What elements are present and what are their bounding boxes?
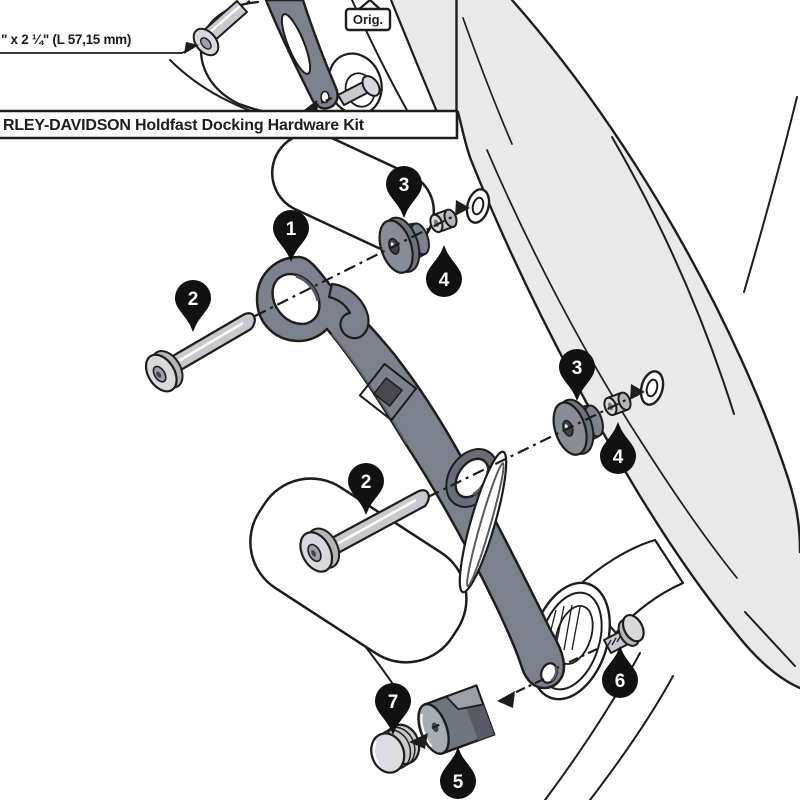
tire-front-edge [611,136,735,415]
callout-label: 2 [188,289,199,310]
fender-eyelet-lower [639,370,665,406]
fastening-bolt [603,614,645,654]
dimension-label: " x 2 ¼" (L 57,15 mm) [1,32,131,47]
bracket-diamond-cutout [358,362,418,422]
callout-label: 7 [388,692,399,713]
axis-upper [254,216,453,317]
axis-cap-dash [431,721,444,730]
axis-upper-arrow [455,200,470,216]
bolt-head [144,350,184,393]
axis-bottom-arrow [497,691,515,708]
callout-label: 3 [572,358,583,379]
inset-bolt-upper [192,0,253,57]
orig-tag-box [344,7,392,32]
callout-label: 4 [439,270,450,291]
callout-label: 6 [615,671,626,692]
socket-bolt-upper [144,312,256,393]
axis-bolt6 [556,648,598,669]
inset-band-edge [389,0,439,114]
callout-label: 3 [399,175,410,196]
fender-eyelet-upper [465,188,491,224]
grommet-lower [552,398,604,456]
lower-frame-line-b [589,675,674,800]
fender-band-right-edge [510,0,800,554]
callout-3-lower: 3 [559,349,595,401]
callout-4-upper: 4 [426,245,462,297]
callout-3-upper: 3 [386,166,422,218]
callout-label: 4 [613,447,624,468]
orig-tag-pointer [356,0,383,12]
fender-band-accent [744,611,796,667]
assembly-axes [254,200,645,749]
callout-2-upper: 2 [175,280,211,332]
axis-bottom [511,678,545,695]
dimension-arrow [184,42,199,54]
callout-6: 6 [602,646,638,698]
bracket-body [255,255,566,690]
barrel-spacer [417,684,496,755]
bracket-slot [458,450,508,594]
bolt-head [617,614,645,647]
socket-bolt-lower [299,489,430,573]
inset-bracket [264,0,339,110]
inset-fender-band [391,0,458,112]
bracket-bottom-hole [540,662,558,684]
callout-2-lower: 2 [348,463,384,515]
dimension-callout: " x 2 ¼" (L 57,15 mm) [0,32,199,54]
orig-tag: Orig. [344,0,392,32]
fender-band-crease-top [462,17,513,145]
kit-title: RLEY-DAVIDSON Holdfast Docking Hardware … [3,117,365,134]
callout-7: 7 [375,683,411,735]
title-bar-box [0,109,459,140]
axis-cap-arrow [409,733,428,749]
callout-label: 1 [286,219,297,240]
callout-label: 2 [361,472,372,493]
bolt-head [299,527,341,573]
axis-lower-arrow [630,384,645,400]
callout-1: 1 [273,210,309,262]
bracket-claw [327,282,370,340]
axis-lower [427,398,629,498]
callout-4-lower: 4 [600,422,636,474]
ring-thread-hatch [548,604,581,651]
title-bar: RLEY-DAVIDSON Holdfast Docking Hardware … [0,109,459,140]
support-bracket [255,255,566,690]
fender-band-fill [458,0,800,688]
tire-outer-edge [743,96,798,293]
threaded-cap [370,723,421,774]
bracket-ring-hole [271,272,321,326]
callout-5: 5 [440,747,476,799]
callout-label: 5 [453,772,464,793]
orig-tag-label: Orig. [353,12,383,27]
